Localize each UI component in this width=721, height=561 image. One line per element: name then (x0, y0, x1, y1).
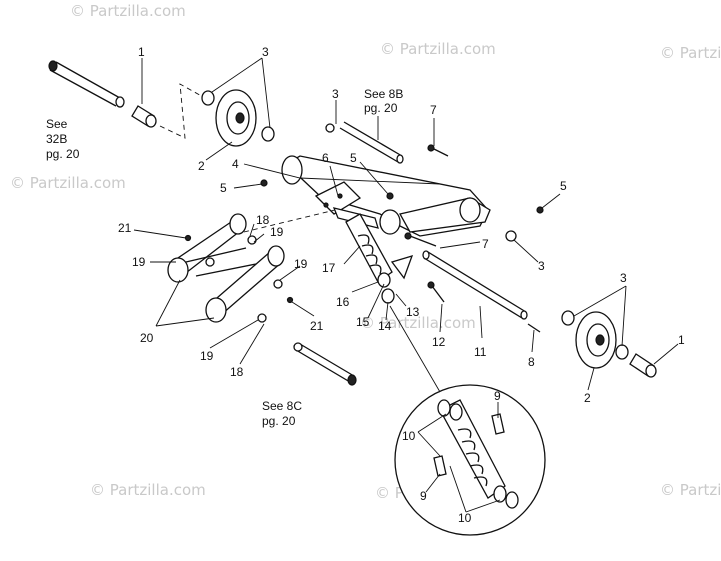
bolt-lower (404, 232, 437, 247)
callout-label: 12 (432, 335, 446, 349)
watermark: © Partzilla.com (10, 174, 126, 192)
callout-label: 2 (198, 159, 205, 173)
leader-lines (133, 57, 679, 513)
callout-label: 4 (232, 157, 239, 171)
callout-label: 3 (620, 271, 627, 285)
callout-label: 21 (118, 221, 132, 235)
callout-label: 7 (482, 237, 489, 251)
callout-label: 2 (584, 391, 591, 405)
left-axle-shaft (48, 60, 125, 108)
long-axle (422, 250, 528, 320)
nut-icon (260, 179, 268, 187)
main-arm (281, 155, 491, 237)
callout-label: 5 (220, 181, 227, 195)
callout-label: 6 (322, 151, 329, 165)
callout-labels: 1 3 2 3 7 4 6 5 5 5 7 3 21 18 19 19 19 1… (118, 45, 685, 525)
see-8b-note: pg. 20 (364, 101, 398, 115)
left-idler-wheel (201, 89, 275, 147)
callout-label: 10 (458, 511, 472, 525)
callout-label: 13 (406, 305, 420, 319)
watermark: © Partzilla.com (360, 314, 476, 332)
callout-label: 16 (336, 295, 350, 309)
see-32b-note: 32B (46, 132, 67, 146)
bolt-12 (427, 281, 445, 303)
shock-absorber (345, 213, 414, 304)
nut-icon (536, 206, 544, 214)
callout-label: 20 (140, 331, 154, 345)
callout-label: 19 (132, 255, 146, 269)
see-8c-note: See 8C (262, 399, 302, 413)
right-idler-wheel (561, 310, 657, 378)
callout-label: 18 (230, 365, 244, 379)
see-8b-note: See 8B (364, 87, 403, 101)
callout-label: 3 (332, 87, 339, 101)
callout-label: 19 (200, 349, 214, 363)
assembly-path (243, 209, 336, 233)
upper-cross-shaft (325, 121, 404, 164)
callout-label: 8 (528, 355, 535, 369)
callout-label: 21 (310, 319, 324, 333)
callout-label: 17 (322, 261, 336, 275)
callout-label: 5 (350, 151, 357, 165)
see-8c-note: pg. 20 (262, 414, 296, 428)
callout-label: 19 (294, 257, 308, 271)
bolt-upper (427, 144, 449, 157)
scissor-links (167, 213, 294, 323)
watermark: © Partzilla.com (90, 481, 206, 499)
watermark: © Partzilla.com (70, 2, 186, 20)
callout-label: 15 (356, 315, 370, 329)
watermark: © Partzilla.com (660, 481, 721, 499)
callout-label: 9 (494, 389, 501, 403)
lower-cross-shaft (293, 342, 357, 386)
callout-label: 14 (378, 319, 392, 333)
watermark: © Partzilla.com (380, 40, 496, 58)
see-32b-note: See (46, 117, 68, 131)
callout-label: 19 (270, 225, 284, 239)
callout-label: 11 (474, 345, 487, 359)
shock-detail-view (389, 305, 546, 536)
watermark: © Partzilla.com (660, 44, 721, 62)
callout-label: 18 (256, 213, 270, 227)
callout-label: 1 (678, 333, 685, 347)
callout-label: 1 (138, 45, 145, 59)
callout-label: 3 (262, 45, 269, 59)
washer (505, 230, 517, 242)
callout-label: 5 (560, 179, 567, 193)
callout-label: 10 (402, 429, 416, 443)
callout-label: 7 (430, 103, 437, 117)
see-32b-note: pg. 20 (46, 147, 80, 161)
reference-notes: See 32B pg. 20 See 8B pg. 20 See 8C pg. … (46, 87, 403, 428)
callout-label: 3 (538, 259, 545, 273)
callout-label: 9 (420, 489, 427, 503)
bolt-8 (527, 323, 541, 333)
nut-icon (386, 192, 394, 200)
left-bushing (131, 105, 157, 128)
assembly-path (159, 83, 206, 139)
